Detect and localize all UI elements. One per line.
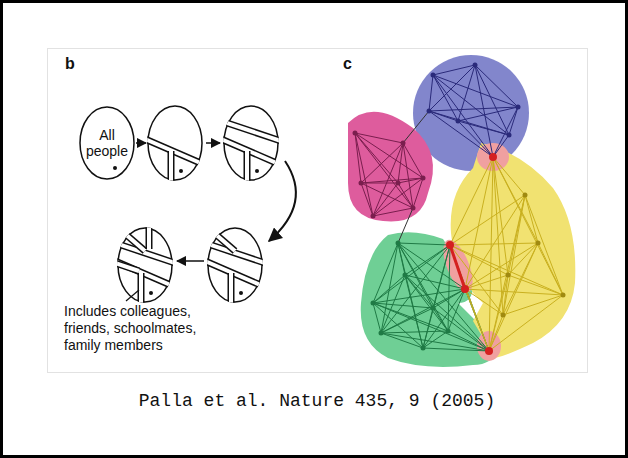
illustration xyxy=(3,3,628,458)
annotation-text: Includes colleagues, friends, schoolmate… xyxy=(64,303,214,354)
panel-letter: b xyxy=(65,55,75,73)
panel-letter: c xyxy=(343,55,352,73)
oval-node: All people xyxy=(79,106,135,180)
node-text: All people xyxy=(84,127,130,159)
caption: Palla et al. Nature 435, 9 (2005) xyxy=(3,391,628,411)
